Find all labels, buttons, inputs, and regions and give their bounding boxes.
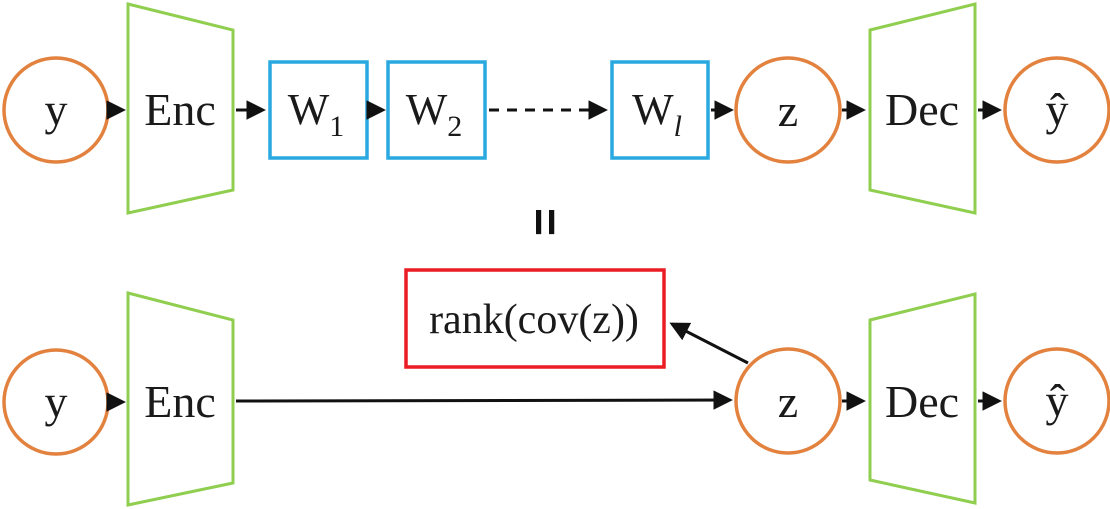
arrow-z-to-rank-box	[669, 322, 749, 365]
bottom-output-label: ŷ	[1046, 375, 1069, 426]
bottom-row-collapsed-autoencoder: y Enc rank(cov(z)) z Dec ŷ	[2, 268, 1110, 507]
top-latent-node	[734, 56, 842, 164]
w2-box	[386, 60, 487, 160]
top-latent-label: z	[778, 85, 798, 136]
top-output-node	[1003, 56, 1110, 164]
w2-label: W2	[406, 85, 463, 143]
wl-subscript: l	[674, 110, 682, 143]
bottom-decoder-trapezoid	[868, 292, 977, 505]
rank-box	[404, 268, 666, 369]
bottom-decoder-label: Dec	[885, 376, 959, 427]
top-input-label: y	[45, 84, 68, 135]
wl-base: W	[632, 85, 674, 134]
bottom-encoder-trapezoid	[126, 291, 235, 507]
equals-sign: =	[518, 208, 571, 236]
w1-base: W	[288, 85, 330, 134]
w2-base: W	[406, 85, 448, 134]
top-row-deep-linear-autoencoder: y Enc W1 W2 Wl z Dec	[2, 2, 1110, 215]
top-decoder-trapezoid	[868, 2, 977, 215]
top-encoder-trapezoid	[126, 2, 235, 215]
bottom-latent-node	[734, 347, 842, 455]
top-output-label: ŷ	[1046, 84, 1069, 135]
top-encoder-label: Enc	[144, 84, 216, 135]
bottom-input-label: y	[45, 376, 68, 427]
rank-label: rank(cov(z))	[429, 297, 639, 343]
bottom-latent-label: z	[778, 376, 798, 427]
top-decoder-label: Dec	[885, 84, 959, 135]
wl-box	[610, 60, 710, 160]
wl-label: Wl	[632, 85, 682, 143]
bottom-encoder-label: Enc	[144, 376, 216, 427]
bottom-output-node	[1003, 347, 1110, 455]
arrow-enc-to-z-bottom	[235, 390, 733, 410]
w2-subscript: 2	[447, 110, 462, 143]
w1-subscript: 1	[329, 110, 344, 143]
w1-label: W1	[288, 85, 345, 143]
